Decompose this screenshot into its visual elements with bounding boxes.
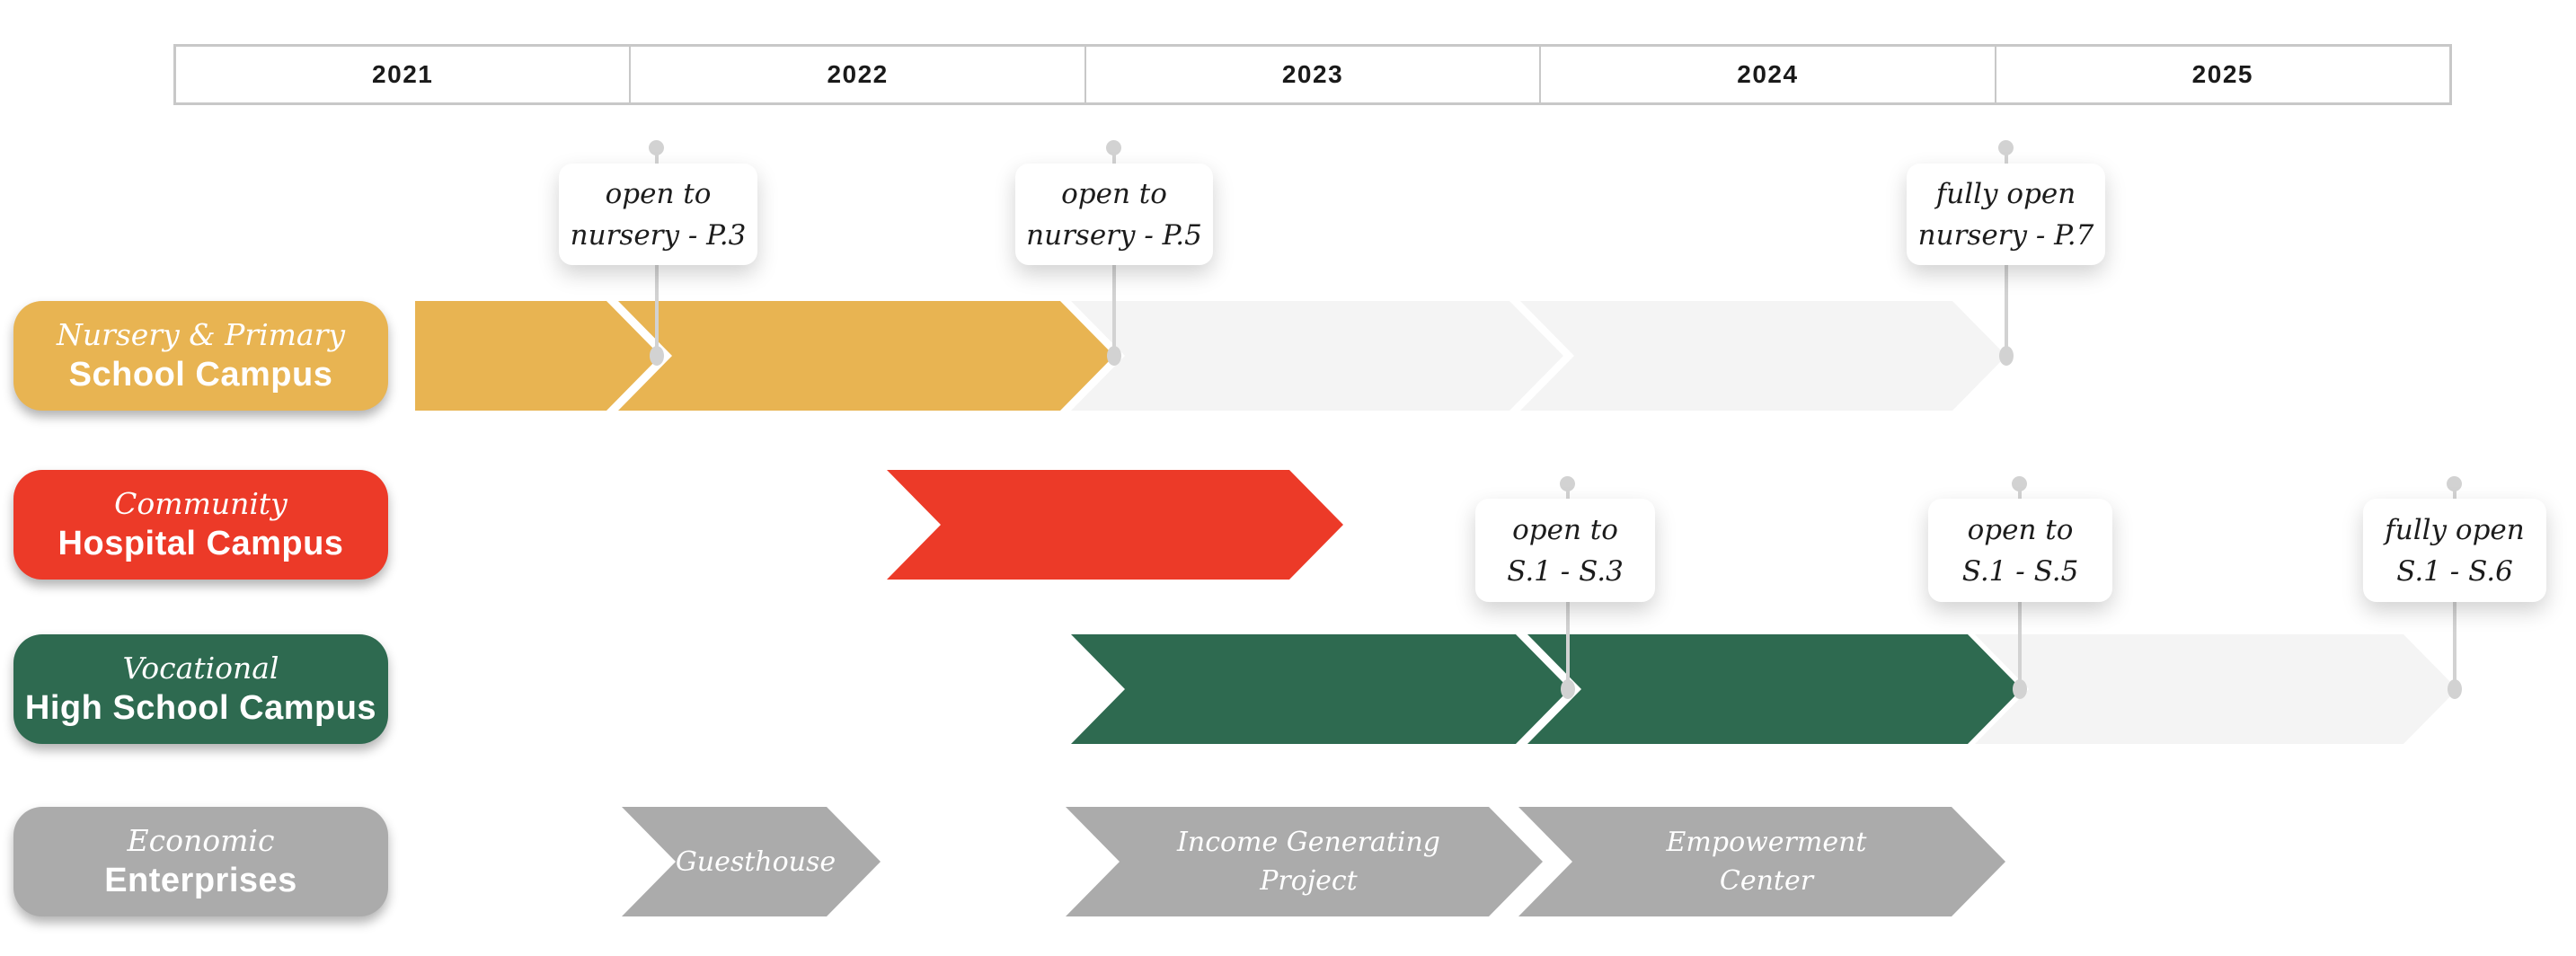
callout-fully-open-s1-s6: fully open S.1 - S.6 (2363, 499, 2546, 602)
callout-pin-dot (1106, 140, 1121, 155)
arrow-vocational-phase-2 (1527, 634, 2022, 744)
callout-pin-dot (2012, 476, 2027, 491)
arrow-income-generating-project: Income Generating Project (1066, 807, 1543, 916)
row-label-line2: High School Campus (24, 689, 377, 727)
callout-line2: nursery - P.7 (1917, 218, 2094, 252)
year-header: 2021 2022 2023 2024 2025 (173, 44, 2452, 105)
row-label-line2: Hospital Campus (58, 525, 344, 562)
callout-pin-dot (1560, 476, 1575, 491)
callout-open-to-nursery-p5: open to nursery - P.5 (1015, 164, 1213, 265)
callout-line2: S.1 - S.6 (2396, 554, 2513, 588)
callout-anchor-dot (650, 346, 664, 366)
arrow-hospital-phase-1 (887, 470, 1343, 580)
callout-line2: S.1 - S.3 (1507, 554, 1624, 588)
arrow-guesthouse: Guesthouse (622, 807, 881, 916)
row-label-line1: Vocational (122, 651, 279, 686)
callout-line2: nursery - P.5 (1026, 218, 1202, 252)
row-label-economic-enterprises: Economic Enterprises (13, 807, 388, 916)
year-cell-2021: 2021 (372, 60, 434, 88)
arrow-label-line1: Income Generating (1177, 827, 1440, 858)
row-label-line2: School Campus (68, 356, 333, 394)
arrow-nursery-phase-2 (618, 301, 1114, 411)
callout-line1: open to (605, 177, 712, 210)
callout-line1: open to (1967, 513, 2074, 546)
row-label-line1: Community (114, 486, 288, 521)
callout-pin-dot (2447, 476, 2462, 491)
callout-fully-open-nursery-p7: fully open nursery - P.7 (1907, 164, 2105, 265)
callout-anchor-dot (1999, 346, 2014, 366)
arrow-vocational-phase-3-future (1975, 634, 2457, 744)
year-cell-2022: 2022 (629, 47, 1084, 102)
callout-pin-dot (649, 140, 664, 155)
arrow-label-line2: Center (1719, 865, 1814, 897)
year-cell-2023: 2023 (1084, 47, 1539, 102)
callout-pin-dot (1998, 140, 2014, 155)
arrow-label-empowerment-center: Empowerment Center (1554, 807, 1978, 916)
callout-open-to-nursery-p3: open to nursery - P.3 (559, 164, 757, 265)
callout-anchor-dot (2448, 679, 2462, 699)
callout-line1: open to (1512, 513, 1618, 546)
row-label-line1: Economic (127, 823, 275, 858)
arrow-label-guesthouse: Guesthouse (658, 807, 854, 916)
arrow-nursery-phase-3-future (1071, 301, 1563, 411)
year-cell-2024: 2024 (1539, 47, 1994, 102)
arrow-nursery-phase-4-future (1520, 301, 2006, 411)
row-label-nursery-primary: Nursery & Primary School Campus (13, 301, 388, 411)
callout-open-to-s1-s3: open to S.1 - S.3 (1475, 499, 1655, 602)
callout-open-to-s1-s5: open to S.1 - S.5 (1928, 499, 2112, 602)
arrow-label-line1: Empowerment (1666, 827, 1867, 858)
arrow-label-income-generating-project: Income Generating Project (1102, 807, 1516, 916)
callout-line1: fully open (1935, 177, 2076, 210)
row-label-community-hospital: Community Hospital Campus (13, 470, 388, 580)
callout-anchor-dot (2013, 679, 2027, 699)
arrow-label-line1: Guesthouse (675, 845, 837, 878)
arrow-label-line2: Project (1260, 865, 1358, 897)
callout-line1: fully open (2385, 513, 2525, 546)
callout-line2: nursery - P.3 (570, 218, 747, 252)
callout-anchor-dot (1107, 346, 1121, 366)
arrow-empowerment-center: Empowerment Center (1518, 807, 2005, 916)
callout-anchor-dot (1561, 679, 1575, 699)
row-label-line1: Nursery & Primary (56, 317, 346, 352)
year-cell-2025: 2025 (1994, 47, 2449, 102)
callout-line2: S.1 - S.5 (1961, 554, 2079, 588)
row-label-line2: Enterprises (104, 862, 297, 899)
callout-line1: open to (1061, 177, 1167, 210)
row-label-vocational-high-school: Vocational High School Campus (13, 634, 388, 744)
arrow-vocational-phase-1 (1071, 634, 1570, 744)
arrow-nursery-phase-1 (415, 301, 660, 411)
